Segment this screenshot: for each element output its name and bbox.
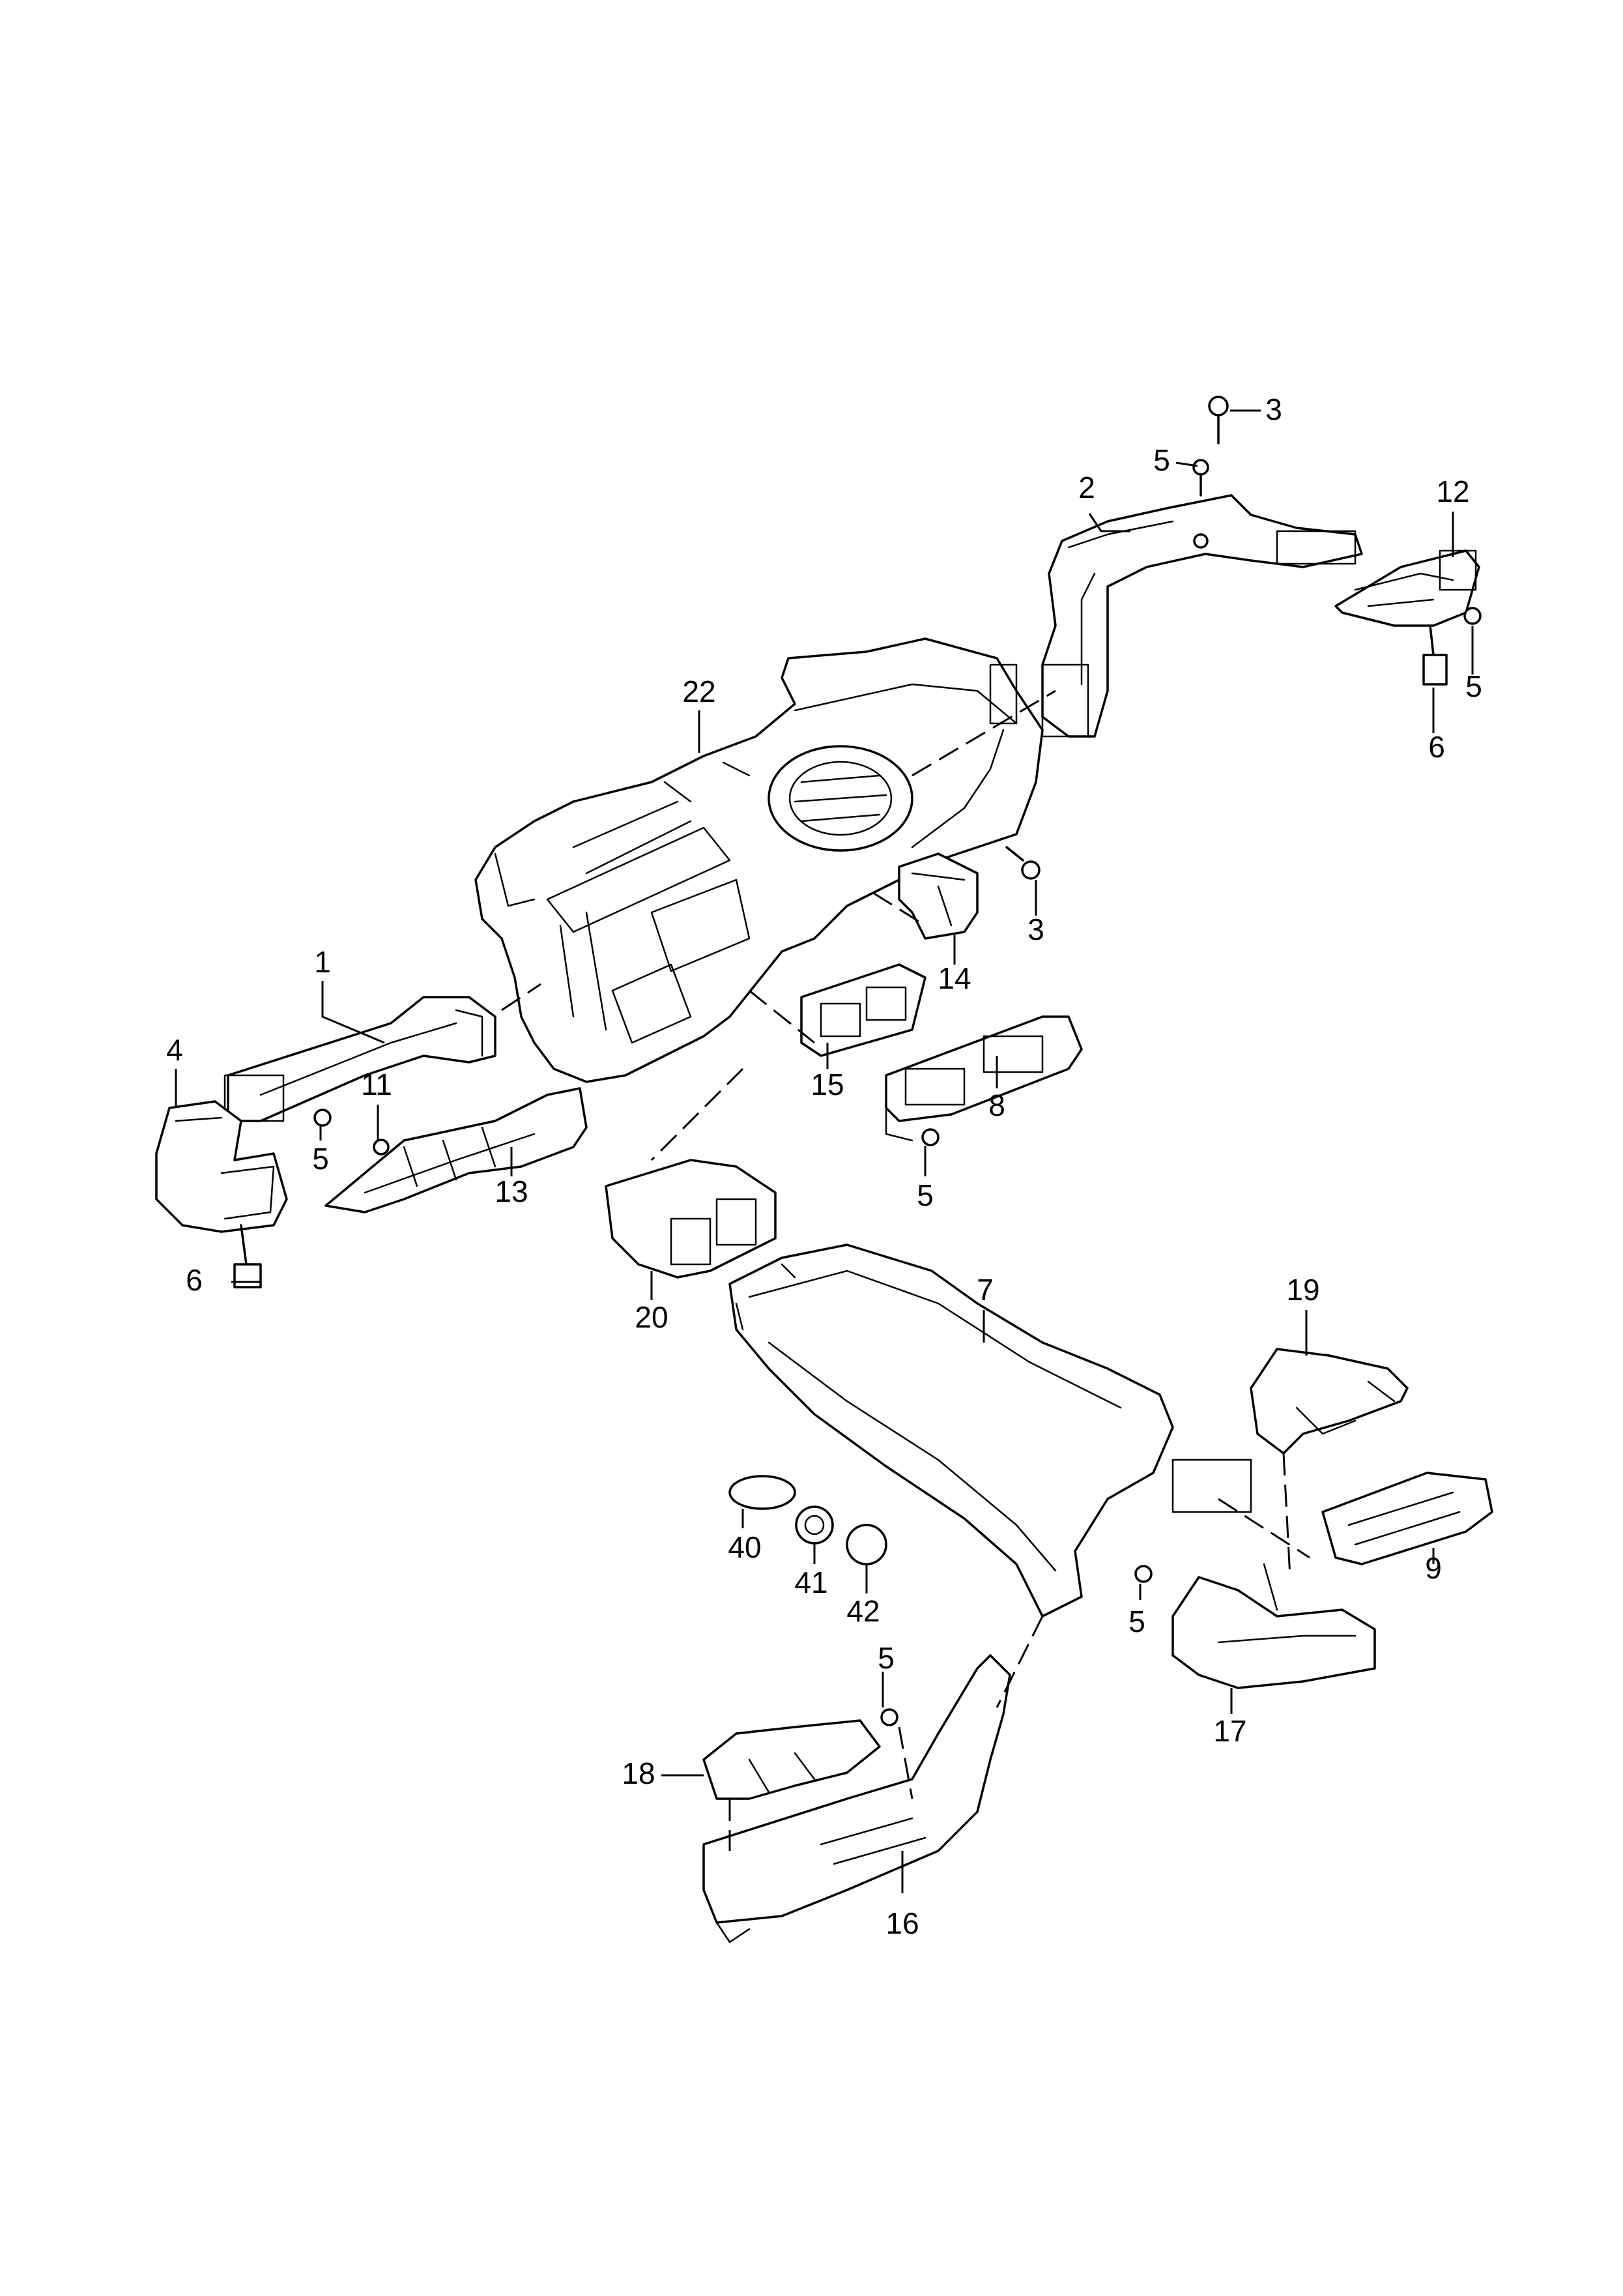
callout-8: 8 (988, 1088, 1005, 1122)
callout-1: 1 (314, 945, 331, 979)
callout-labels: 3 5 2 12 5 6 22 3 14 1 4 11 5 13 15 8 5 … (166, 392, 1482, 1940)
callout-5: 5 (1465, 669, 1482, 703)
part-6-clip-right[interactable] (1422, 624, 1448, 686)
part-7-floor-duct[interactable] (728, 1243, 1252, 1618)
part-17-rear-duct[interactable] (1171, 1563, 1376, 1689)
part-22-heater-housing[interactable] (474, 637, 1044, 1083)
callout-3: 3 (1027, 912, 1044, 946)
callout-15: 15 (811, 1068, 844, 1101)
part-1-left-duct[interactable] (223, 996, 496, 1122)
part-40-plug[interactable] (728, 1475, 796, 1510)
callout-18: 18 (622, 1756, 655, 1790)
callout-5: 5 (917, 1178, 934, 1212)
part-6-clip-left[interactable] (233, 1224, 262, 1288)
callout-20: 20 (635, 1300, 668, 1334)
part-19-rear-vent[interactable] (1250, 1348, 1409, 1455)
part-13-duct[interactable] (324, 1087, 588, 1213)
alignment-line (872, 892, 926, 927)
part-11-clip[interactable] (373, 1139, 390, 1155)
part-5-clip-center[interactable] (921, 1128, 940, 1146)
part-15-vent-outlet[interactable] (800, 963, 926, 1057)
callout-14: 14 (938, 961, 971, 995)
callout-22: 22 (682, 675, 715, 708)
callout-12: 12 (1436, 474, 1469, 508)
alignment-line (996, 1616, 1044, 1708)
callout-4: 4 (166, 1033, 183, 1067)
callout-19: 19 (1286, 1273, 1319, 1307)
callout-5: 5 (312, 1142, 329, 1176)
callout-9: 9 (1425, 1551, 1442, 1585)
alignment-line (898, 1726, 913, 1799)
alignment-line (1282, 1453, 1291, 1578)
part-41-grommet[interactable] (795, 1505, 834, 1545)
alignment-line (1218, 1498, 1310, 1559)
callout-6: 6 (186, 1263, 203, 1297)
callout-5: 5 (1128, 1605, 1145, 1638)
leader-lines (175, 409, 1474, 1893)
callout-5: 5 (878, 1641, 895, 1675)
alignment-line (749, 989, 815, 1044)
part-14-bracket[interactable] (898, 852, 979, 940)
alignment-line (912, 690, 1056, 777)
part-12-right-vent[interactable] (1334, 549, 1480, 627)
part-5-clip-rear[interactable] (880, 1708, 898, 1726)
callout-7: 7 (977, 1273, 994, 1307)
part-18-rear-vent-outlet[interactable] (702, 1719, 881, 1800)
part-8-center-vent[interactable] (885, 1015, 1083, 1142)
part-3-screw-top[interactable] (1208, 396, 1229, 444)
part-2-upper-duct[interactable] (1041, 494, 1363, 738)
part-5-clip-right[interactable] (1463, 607, 1482, 625)
alignment-line (501, 983, 541, 1011)
part-4-left-vent[interactable] (155, 1100, 288, 1233)
part-42-cap[interactable] (846, 1524, 887, 1565)
part-9-rear-outlet[interactable] (1321, 1472, 1493, 1565)
part-20-distributor[interactable] (605, 1159, 777, 1279)
alignment-line (650, 1068, 744, 1161)
callout-11: 11 (361, 1068, 392, 1101)
callout-13: 13 (495, 1174, 528, 1208)
callout-3: 3 (1265, 392, 1282, 426)
callout-5: 5 (1153, 443, 1170, 477)
callout-16: 16 (885, 1906, 919, 1940)
callout-6: 6 (1428, 730, 1445, 764)
part-5-clip-left[interactable] (313, 1109, 332, 1127)
part-16-rear-floor-duct[interactable] (702, 1654, 1011, 1943)
callout-40: 40 (728, 1530, 761, 1564)
callout-42: 42 (846, 1594, 880, 1628)
callout-17: 17 (1213, 1714, 1246, 1748)
callout-2: 2 (1078, 471, 1095, 504)
part-3-screw-mid[interactable] (1005, 846, 1041, 880)
part-5-clip-top[interactable] (1192, 459, 1209, 497)
part-5-clip-rear-right[interactable] (1134, 1565, 1153, 1583)
callout-41: 41 (794, 1565, 827, 1599)
